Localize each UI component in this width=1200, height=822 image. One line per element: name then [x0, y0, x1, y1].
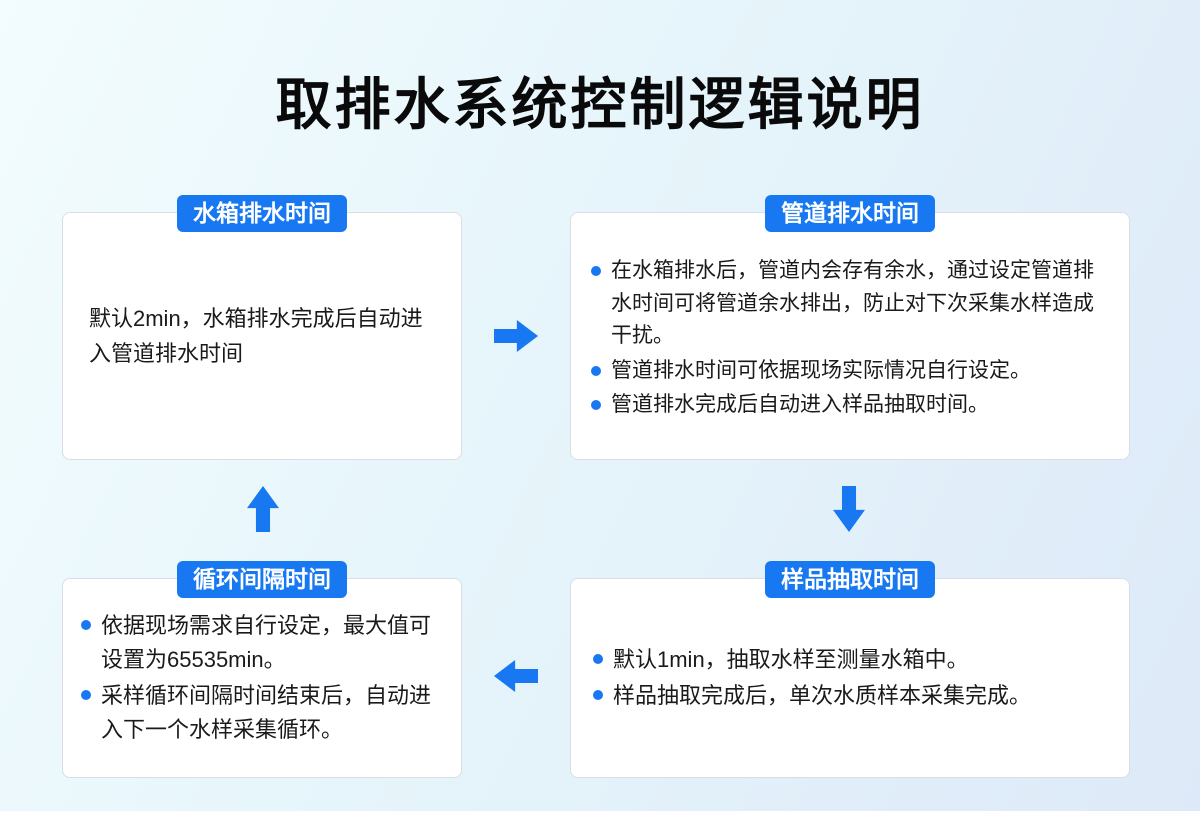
bullet-dot-icon: [593, 690, 603, 700]
bullet-text: 管道排水完成后自动进入样品抽取时间。: [611, 393, 989, 417]
list-item: 管道排水时间可依据现场实际情况自行设定。: [591, 355, 1107, 388]
bullet-text: 样品抽取完成后，单次水质样本采集完成。: [613, 683, 1032, 708]
bullet-text: 默认1min，抽取水样至测量水箱中。: [613, 646, 969, 672]
bullet-text: 依据现场需求自行设定，最大值可设置为65535min。: [101, 613, 432, 673]
box-pipe-drain-time: 管道排水时间 在水箱排水后，管道内会存有余水，通过设定管道排水时间可将管道余水排…: [570, 195, 1130, 460]
box-tank-drain-time: 水箱排水时间 默认2min，水箱排水完成后自动进入管道排水时间: [62, 195, 462, 460]
bullet-dot-icon: [81, 620, 91, 630]
bullet-dot-icon: [593, 653, 603, 664]
list-item: 样品抽取完成后，单次水质样本采集完成。: [593, 679, 1107, 713]
cycle-title-badge: 循环间隔时间: [177, 561, 347, 598]
list-item: 依据现场需求自行设定，最大值可设置为65535min。: [81, 609, 443, 677]
arrow-left-icon: [494, 660, 538, 692]
list-item: 在水箱排水后，管道内会存有余水，通过设定管道排水时间可将管道余水排出，防止对下次…: [591, 255, 1107, 353]
bullet-text: 采样循环间隔时间结束后，自动进入下一个水样采集循环。: [101, 683, 432, 743]
arrow-right-icon: [494, 320, 538, 352]
pipe-bullet-list: 在水箱排水后，管道内会存有余水，通过设定管道排水时间可将管道余水排出，防止对下次…: [591, 255, 1107, 422]
sample-title-badge: 样品抽取时间: [765, 561, 935, 598]
tank-title-badge: 水箱排水时间: [177, 195, 347, 232]
sample-bullet-list: 默认1min，抽取水样至测量水箱中。 样品抽取完成后，单次水质样本采集完成。: [593, 643, 1107, 713]
list-item: 管道排水完成后自动进入样品抽取时间。: [591, 389, 1107, 422]
box-sample-extraction-time: 样品抽取时间 默认1min，抽取水样至测量水箱中。 样品抽取完成后，单次水质样本…: [570, 561, 1130, 778]
pipe-title-badge: 管道排水时间: [765, 195, 935, 232]
bullet-dot-icon: [81, 690, 91, 701]
list-item: 采样循环间隔时间结束后，自动进入下一个水样采集循环。: [81, 679, 443, 747]
page-title: 取排水系统控制逻辑说明: [275, 73, 925, 136]
arrow-up-icon: [247, 486, 279, 532]
list-item: 默认1min，抽取水样至测量水箱中。: [593, 643, 1107, 677]
bullet-dot-icon: [591, 400, 601, 411]
cycle-bullet-list: 依据现场需求自行设定，最大值可设置为65535min。 采样循环间隔时间结束后，…: [81, 609, 443, 747]
footer-strip: [0, 811, 1200, 822]
arrow-down-icon: [833, 486, 865, 532]
bullet-text: 在水箱排水后，管道内会存有余水，通过设定管道排水时间可将管道余水排出，防止对下次…: [611, 259, 1094, 348]
box-cycle-interval-time: 循环间隔时间 依据现场需求自行设定，最大值可设置为65535min。 采样循环间…: [62, 561, 462, 778]
bullet-dot-icon: [591, 365, 601, 376]
tank-description: 默认2min，水箱排水完成后自动进入管道排水时间: [89, 305, 423, 366]
bullet-dot-icon: [591, 266, 601, 276]
bullet-text: 管道排水时间可依据现场实际情况自行设定。: [611, 358, 1031, 382]
